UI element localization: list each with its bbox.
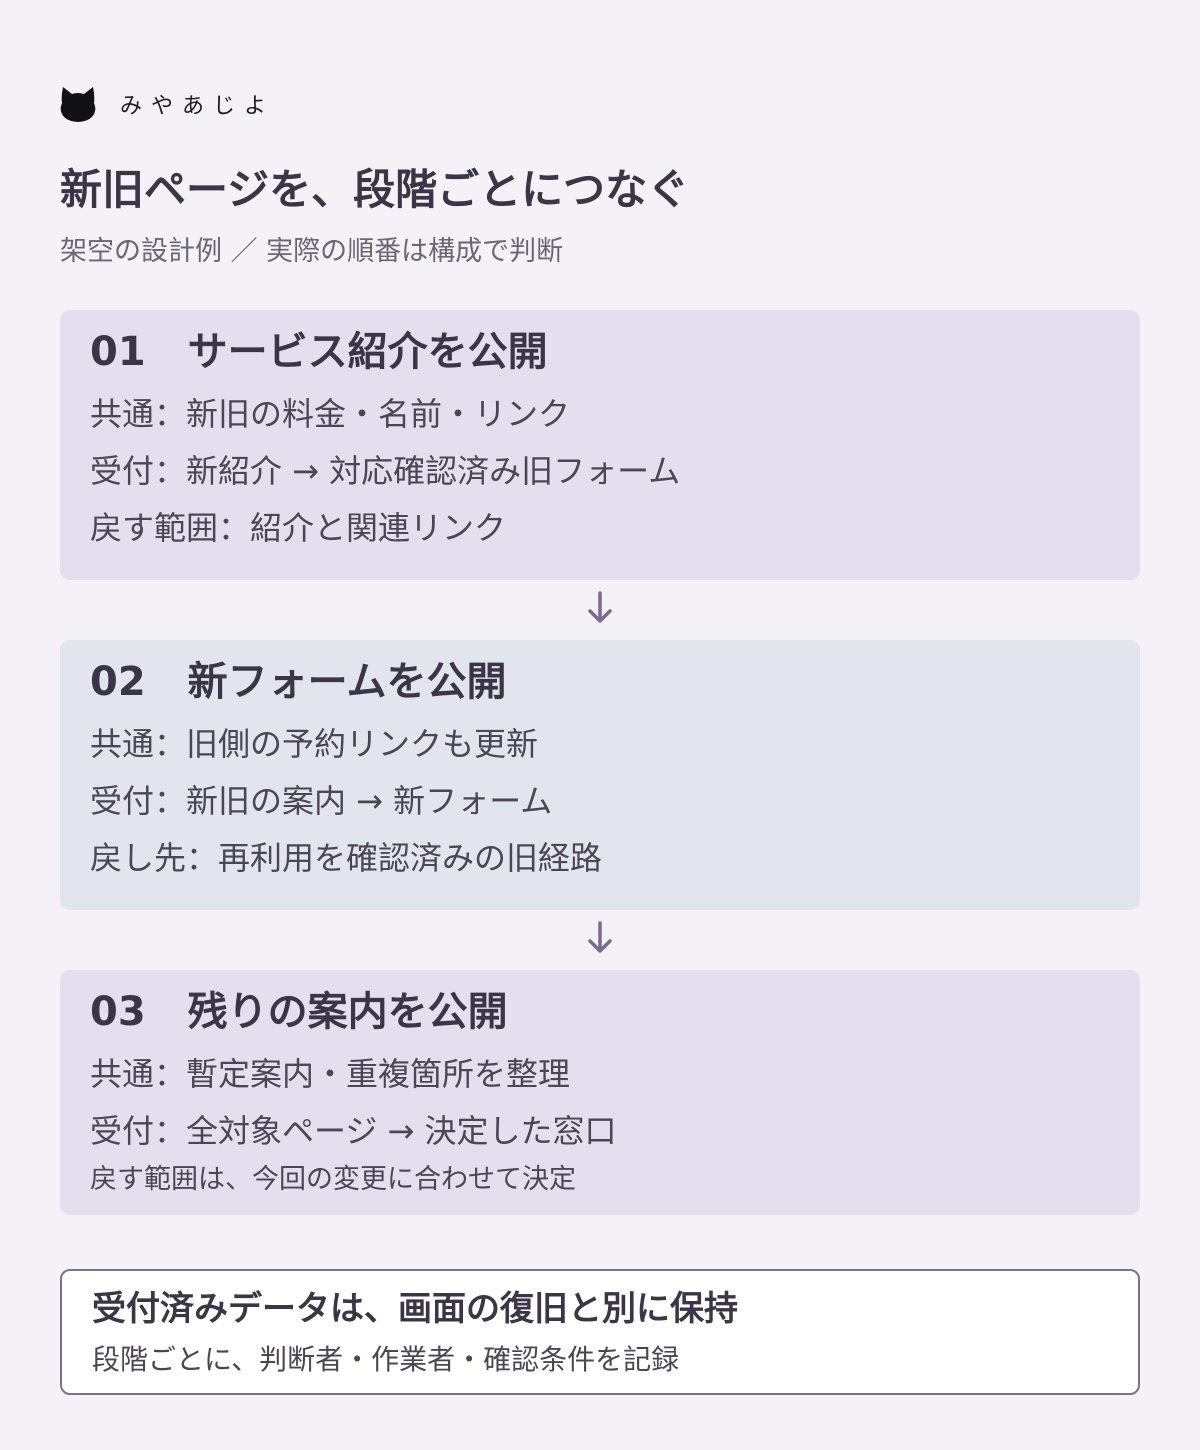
brand-name: みやあじよ — [120, 94, 276, 119]
step-card-3: 03 残りの案内を公開 共通：暫定案内・重複箇所を整理 受付：全対象ページ → 決… — [60, 970, 1140, 1215]
step-common-line: 共通：旧側の予約リンクも更新 — [90, 725, 539, 763]
step-title: 新フォームを公開 — [187, 659, 507, 705]
callout-body: 段階ごとに、判断者・作業者・確認条件を記録 — [92, 1343, 680, 1376]
step-rollback-line: 戻し先：再利用を確認済みの旧経路 — [90, 839, 603, 877]
step-heading: 01 サービス紹介を公開 — [90, 324, 548, 380]
callout-title: 受付済みデータは、画面の復旧と別に保持 — [92, 1289, 738, 1329]
step-card-2: 02 新フォームを公開 共通：旧側の予約リンクも更新 受付：新旧の案内 → 新フォ… — [60, 640, 1140, 910]
arrow-down-icon — [588, 591, 612, 623]
page-subtitle: 架空の設計例 ／ 実際の順番は構成で判断 — [60, 236, 564, 267]
step-card-1: 01 サービス紹介を公開 共通：新旧の料金・名前・リンク 受付：新紹介 → 対応確… — [60, 310, 1140, 580]
brand: みやあじよ — [60, 84, 275, 124]
cat-head-icon — [60, 87, 96, 122]
step-intake-line: 受付：新旧の案内 → 新フォーム — [90, 782, 553, 820]
step-heading: 02 新フォームを公開 — [90, 654, 506, 710]
step-common-line: 共通：暫定案内・重複箇所を整理 — [90, 1055, 571, 1093]
step-heading: 03 残りの案内を公開 — [90, 984, 508, 1040]
step-title: サービス紹介を公開 — [187, 329, 548, 375]
step-number: 02 — [90, 659, 146, 705]
step-intake-line: 受付：全対象ページ → 決定した窓口 — [90, 1112, 617, 1150]
step-common-line: 共通：新旧の料金・名前・リンク — [90, 395, 571, 433]
step-rollback-note: 戻す範囲は、今回の変更に合わせて決定 — [90, 1164, 576, 1195]
data-retention-callout: 受付済みデータは、画面の復旧と別に保持 段階ごとに、判断者・作業者・確認条件を記… — [60, 1269, 1140, 1395]
arrow-down-icon — [588, 921, 612, 953]
step-intake-line: 受付：新紹介 → 対応確認済み旧フォーム — [90, 452, 681, 490]
step-title: 残りの案内を公開 — [187, 989, 508, 1035]
page-title: 新旧ページを、段階ごとにつなぐ — [60, 165, 690, 214]
step-number: 03 — [90, 989, 146, 1035]
step-rollback-line: 戻す範囲：紹介と関連リンク — [90, 509, 507, 547]
step-number: 01 — [90, 329, 146, 375]
